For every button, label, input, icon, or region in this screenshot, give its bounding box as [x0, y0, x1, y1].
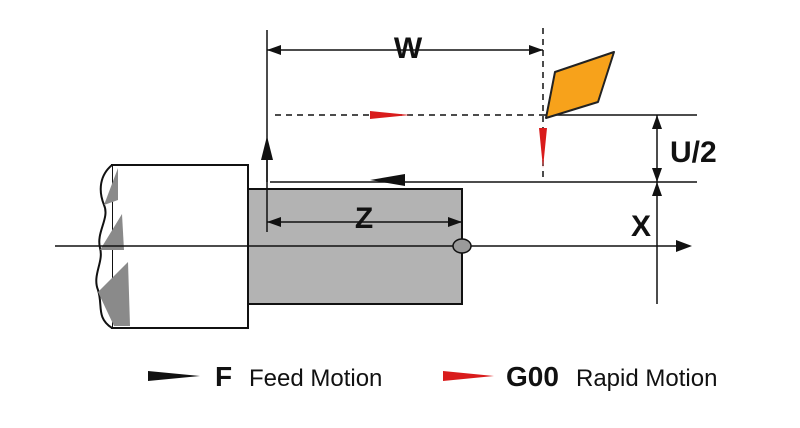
legend-rapid-code: G00 [506, 361, 559, 392]
w-label: W [394, 32, 423, 65]
z-arrow-right [448, 217, 462, 227]
w-arrow-left [267, 45, 281, 55]
rapid-arrow-horizontal [370, 111, 410, 119]
x-label: X [631, 210, 651, 243]
cutting-tool-insert [545, 51, 615, 119]
legend-feed-text: Feed Motion [249, 365, 382, 392]
legend-feed-arrow [148, 371, 200, 381]
break-shading-mid [100, 214, 124, 250]
feed-arrow-vertical [261, 136, 273, 160]
u2-label: U/2 [670, 136, 717, 169]
rapid-arrow-vertical [539, 128, 547, 168]
feed-arrow-horizontal [370, 174, 405, 186]
centre-axis-arrowhead [676, 240, 692, 252]
break-shading-bottom [98, 262, 130, 326]
legend-rapid-arrow [443, 371, 494, 381]
z-arrow-left [267, 217, 281, 227]
legend-feed-code: F [215, 361, 232, 392]
end-point-marker [452, 238, 472, 254]
w-arrow-right [529, 45, 543, 55]
legend: F Feed Motion G00 Rapid Motion [148, 361, 717, 392]
x-arrow-top [652, 182, 662, 196]
u2-arrow-top [652, 115, 662, 129]
z-label: Z [355, 202, 373, 235]
u2-arrow-bottom [652, 168, 662, 182]
legend-rapid-text: Rapid Motion [576, 365, 717, 392]
break-shading-top [104, 168, 118, 205]
